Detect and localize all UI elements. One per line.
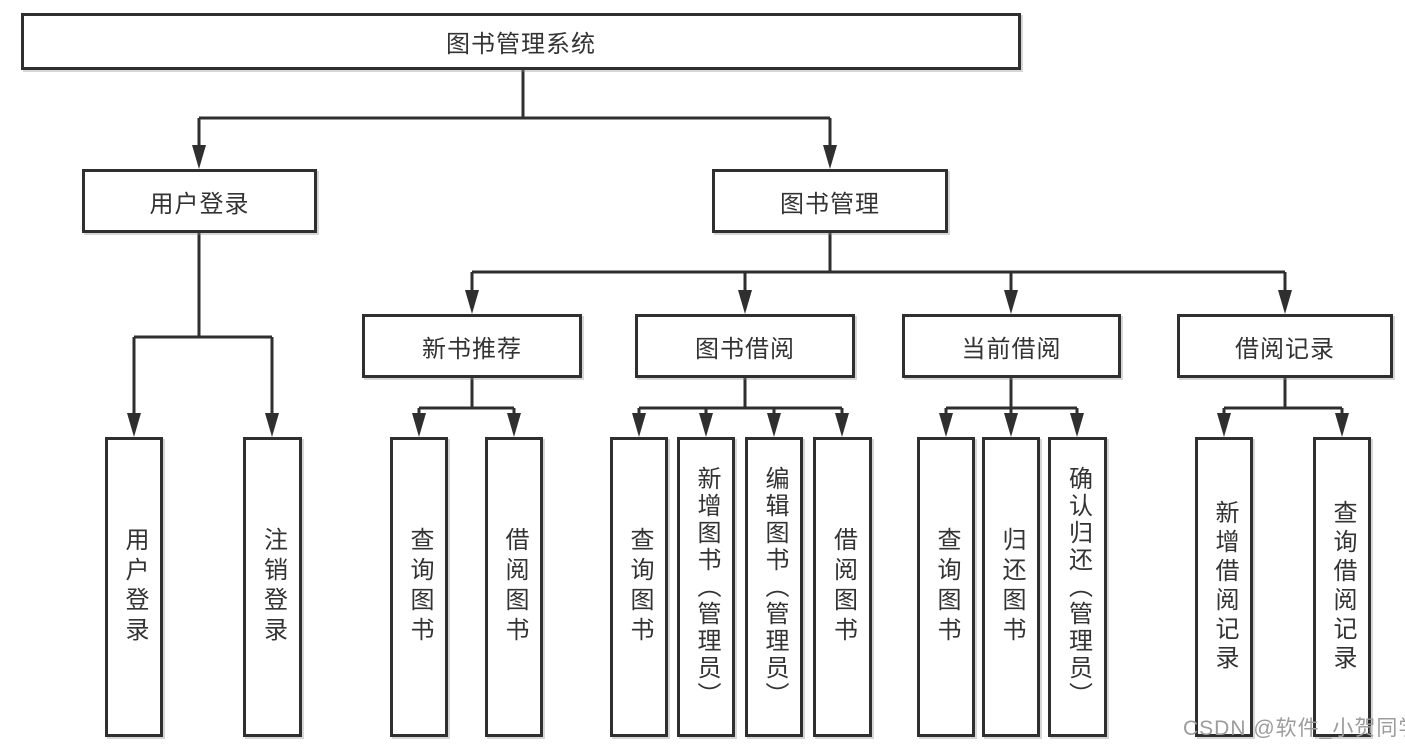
node-new-book-recommend: 新书推荐 — [362, 314, 582, 378]
leaf-borrow-add-book: 新增图书（管理员） — [677, 437, 735, 737]
leaf-record-add-label: 新增借阅记录 — [1211, 500, 1238, 674]
leaf-current-return-book-label: 归还图书 — [998, 527, 1025, 647]
leaf-logout-label: 注销登录 — [259, 527, 287, 647]
leaf-logout: 注销登录 — [243, 437, 302, 737]
leaf-record-query-label: 查询借阅记录 — [1329, 500, 1356, 674]
leaf-recommend-borrow-book-label: 借阅图书 — [501, 527, 528, 647]
node-current-borrow-label: 当前借阅 — [961, 335, 1062, 363]
leaf-record-query: 查询借阅记录 — [1313, 437, 1371, 737]
node-user-login: 用户登录 — [82, 169, 317, 233]
leaf-borrow-edit-book-label: 编辑图书（管理员） — [761, 465, 788, 709]
leaf-user-login: 用户登录 — [105, 437, 163, 737]
leaf-current-query-book-label: 查询图书 — [933, 527, 960, 647]
leaf-borrow-edit-book: 编辑图书（管理员） — [745, 437, 803, 737]
leaf-recommend-query-book: 查询图书 — [390, 437, 448, 737]
node-root-label: 图书管理系统 — [446, 31, 596, 58]
leaf-current-return-book: 归还图书 — [982, 437, 1040, 737]
node-book-manage: 图书管理 — [712, 169, 948, 233]
leaf-borrow-borrow-book-label: 借阅图书 — [829, 527, 857, 647]
csdn-watermark: CSDN @软件_小贺同学 — [1183, 717, 1405, 740]
leaf-current-confirm-return-label: 确认归还（管理员） — [1064, 465, 1092, 709]
leaf-current-query-book: 查询图书 — [917, 437, 975, 737]
leaf-current-confirm-return: 确认归还（管理员） — [1048, 437, 1107, 737]
node-new-book-recommend-label: 新书推荐 — [422, 335, 522, 363]
leaf-borrow-query-book: 查询图书 — [610, 437, 668, 737]
node-user-login-label: 用户登录 — [149, 190, 250, 218]
node-book-borrow: 图书借阅 — [635, 314, 855, 378]
leaf-recommend-query-book-label: 查询图书 — [406, 527, 433, 647]
leaf-borrow-query-book-label: 查询图书 — [626, 527, 653, 647]
leaf-recommend-borrow-book: 借阅图书 — [485, 437, 543, 737]
node-root: 图书管理系统 — [21, 13, 1021, 70]
node-book-manage-label: 图书管理 — [780, 190, 880, 218]
leaf-user-login-label: 用户登录 — [121, 527, 148, 647]
leaf-record-add: 新增借阅记录 — [1195, 437, 1253, 737]
leaf-borrow-add-book-label: 新增图书（管理员） — [693, 465, 720, 709]
node-borrow-record: 借阅记录 — [1177, 314, 1393, 378]
arrowheads — [127, 145, 1349, 437]
node-book-borrow-label: 图书借阅 — [695, 335, 795, 363]
node-borrow-record-label: 借阅记录 — [1235, 335, 1335, 363]
node-current-borrow: 当前借阅 — [902, 314, 1121, 378]
leaf-borrow-borrow-book: 借阅图书 — [813, 437, 872, 737]
